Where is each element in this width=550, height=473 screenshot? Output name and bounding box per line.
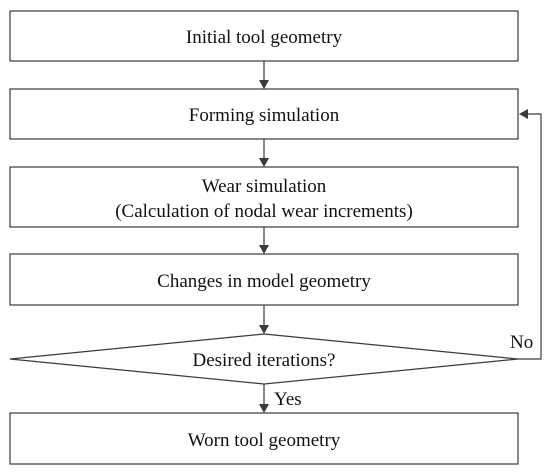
arrow-forming-to-wear <box>259 139 269 167</box>
loop-no-branch: No <box>510 109 542 360</box>
arrowhead <box>259 80 269 89</box>
arrowhead <box>519 109 528 119</box>
step-changes-label: Changes in model geometry <box>157 271 371 292</box>
step-changes-in-model-geometry: Changes in model geometry <box>9 253 519 306</box>
step-forming-label: Forming simulation <box>189 105 340 126</box>
yes-label: Yes <box>274 389 302 410</box>
arrowhead <box>259 245 269 254</box>
loop-back-connector <box>518 113 542 360</box>
step-wear-label: Wear simulation <box>202 176 327 197</box>
step-forming-simulation: Forming simulation <box>9 88 519 140</box>
step-initial-label: Initial tool geometry <box>186 27 343 48</box>
decision-label: Desired iterations? <box>193 350 336 371</box>
arrow-decision-to-worn: Yes <box>259 384 302 413</box>
step-initial-tool-geometry: Initial tool geometry <box>9 10 519 62</box>
arrow-changes-to-decision <box>259 305 269 334</box>
arrowhead <box>259 325 269 334</box>
arrow-initial-to-forming <box>259 61 269 89</box>
step-wear-simulation: Wear simulation (Calculation of nodal we… <box>9 166 519 228</box>
step-worn-tool-geometry: Worn tool geometry <box>9 412 519 465</box>
no-label: No <box>510 332 533 353</box>
decision-desired-iterations: Desired iterations? <box>9 333 519 385</box>
step-worn-box <box>9 412 519 465</box>
step-wear-box <box>9 166 519 228</box>
step-forming-box <box>9 88 519 140</box>
step-initial-box <box>9 10 519 62</box>
step-worn-label: Worn tool geometry <box>188 430 341 451</box>
arrowhead <box>259 404 269 413</box>
arrowhead <box>259 158 269 167</box>
step-wear-sublabel: (Calculation of nodal wear increments) <box>115 201 413 222</box>
arrow-wear-to-changes <box>259 227 269 254</box>
